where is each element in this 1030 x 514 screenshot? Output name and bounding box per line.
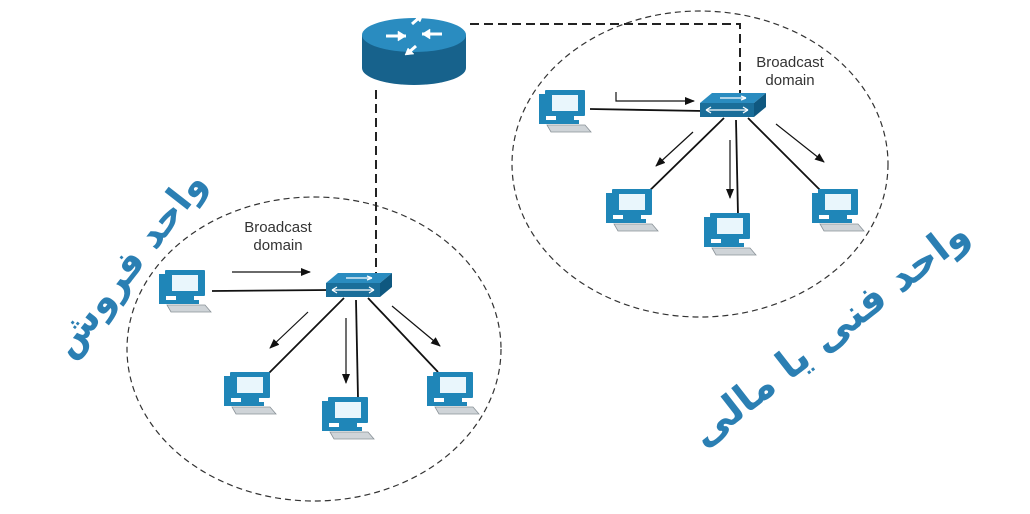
broadcast-domain-label-right-line1: Broadcast: [756, 54, 824, 71]
computer-icon: [223, 371, 277, 415]
right-domain-links: [589, 108, 827, 216]
switch-icon: [325, 272, 393, 298]
left-domain-links: [211, 289, 439, 399]
broadcast-domain-label-left-line1: Broadcast: [244, 219, 312, 236]
router-icon: [362, 14, 466, 85]
broadcast-domain-right-circle: [511, 10, 889, 318]
computer-icon: [605, 188, 659, 232]
left-domain-arrows: [232, 268, 441, 384]
broadcast-domain-label-left: Broadcast domain: [230, 219, 326, 255]
computer-icon: [321, 396, 375, 440]
computer-icon: [158, 269, 212, 313]
computer-icon: [538, 89, 592, 133]
router-to-right-switch-link: [470, 23, 741, 96]
computer-icon: [811, 188, 865, 232]
broadcast-domain-label-right: Broadcast domain: [742, 54, 838, 90]
broadcast-domain-left-circle: [126, 196, 502, 502]
broadcast-domain-label-right-line2: domain: [765, 72, 815, 89]
computer-icon: [426, 371, 480, 415]
broadcast-domain-label-left-line2: domain: [253, 237, 303, 254]
right-domain-arrows: [615, 92, 825, 199]
switch-icon: [699, 92, 767, 118]
computer-icon: [703, 212, 757, 256]
